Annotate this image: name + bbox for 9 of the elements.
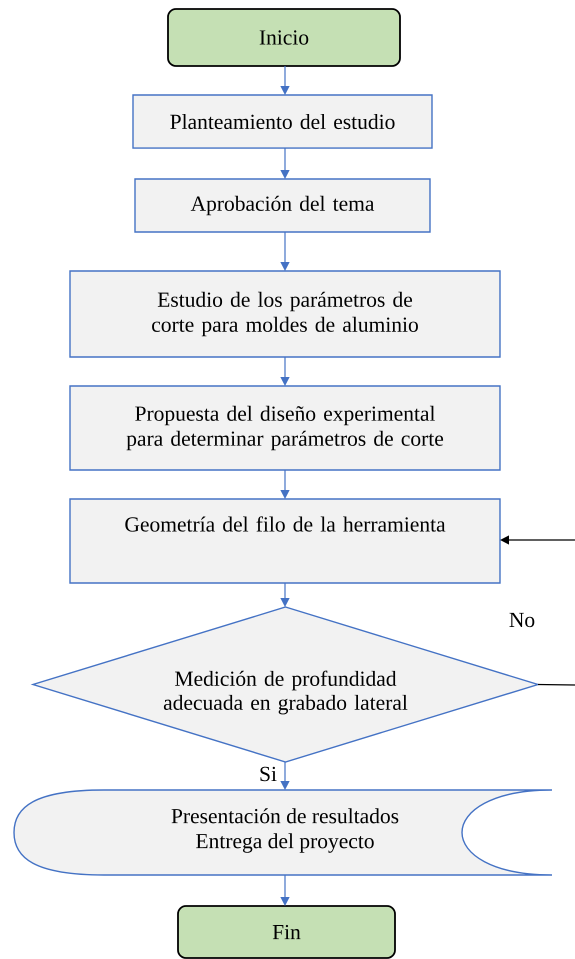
process-box: Aprobación del tema [134, 178, 431, 233]
edge-label: Si [258, 766, 278, 782]
terminal-box: Fin [177, 905, 396, 959]
terminal-box: Inicio [167, 8, 401, 67]
process-box: Geometría del filo de la herramienta [69, 498, 501, 584]
process-box: Planteamiento del estudio [132, 94, 433, 149]
edge-label: No [508, 612, 536, 628]
process-box: Propuesta del diseño experimental para determinar parámetros de corte [69, 385, 501, 471]
process-box: Estudio de los parámetros de corte para moldes de aluminio [69, 270, 501, 358]
